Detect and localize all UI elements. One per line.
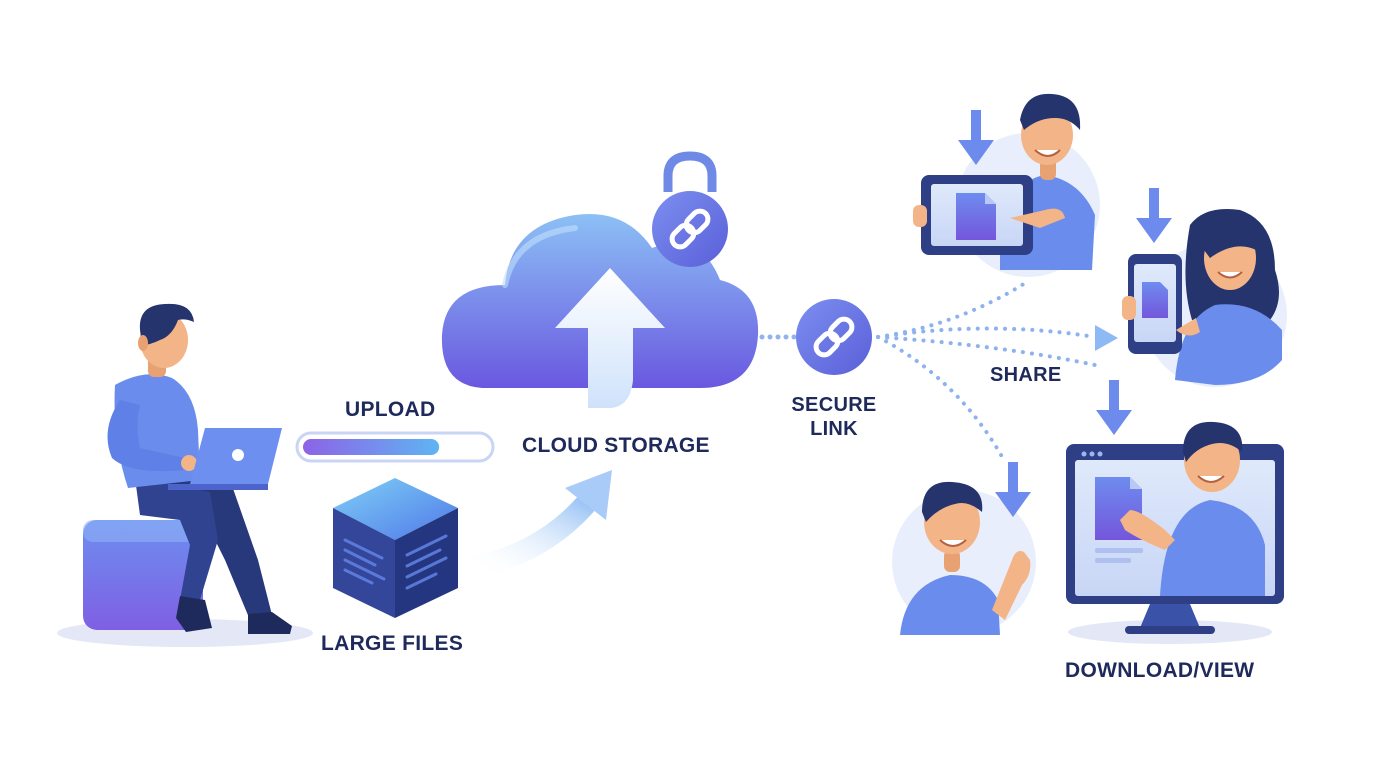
link-icon xyxy=(813,316,855,358)
recipient-monitor xyxy=(1066,380,1284,644)
download-view-label: DOWNLOAD/VIEW xyxy=(1065,659,1255,682)
upload-curve-arrow xyxy=(459,470,612,579)
file-icon xyxy=(1142,282,1168,318)
large-files-label: LARGE FILES xyxy=(321,632,464,655)
secure-link-label-line1: SECURE xyxy=(791,394,877,416)
connector-dots xyxy=(759,334,797,340)
upload-label: UPLOAD xyxy=(345,398,436,421)
recipient-waving xyxy=(892,462,1036,635)
down-arrow-icon xyxy=(958,110,994,165)
seat-cube xyxy=(83,520,203,630)
share-arrow-head xyxy=(1095,325,1118,351)
down-arrow-icon xyxy=(1096,380,1132,435)
file-icon xyxy=(956,193,996,240)
phone-icon xyxy=(1128,254,1182,354)
secure-link-badge xyxy=(796,299,872,375)
upload-progress-fill xyxy=(303,439,440,455)
upload-progress-bar xyxy=(295,431,495,463)
link-icon xyxy=(669,208,711,250)
padlock-icon xyxy=(652,151,728,267)
laptop-icon xyxy=(168,428,282,490)
file-cube-icon xyxy=(333,478,458,618)
share-label: SHARE xyxy=(990,364,1062,386)
upload-arrow-icon xyxy=(555,268,665,409)
share-paths xyxy=(876,278,1097,464)
recipient-tablet xyxy=(913,93,1100,277)
cloud-storage-label: CLOUD STORAGE xyxy=(522,434,710,457)
uploader-person xyxy=(57,303,313,647)
recipient-phone xyxy=(1122,188,1287,387)
secure-link-label-line2: LINK xyxy=(810,418,858,440)
down-arrow-icon xyxy=(1136,188,1172,243)
secure-link-label: SECURE LINK xyxy=(786,393,882,441)
down-arrow-icon xyxy=(995,462,1031,517)
tablet-icon xyxy=(921,175,1033,255)
